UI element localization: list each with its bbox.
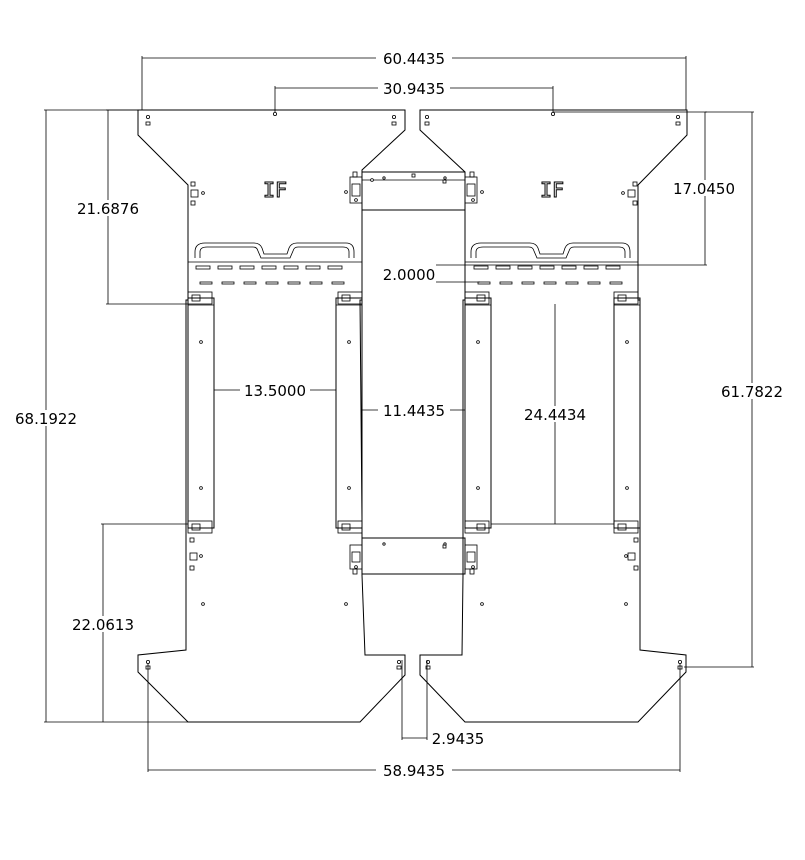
left-holes: [145, 112, 402, 670]
dim-center-gap: 11.4435: [383, 402, 445, 420]
dim-right-vertical: 24.4434: [524, 406, 586, 424]
dim-inner-top-width: 30.9435: [383, 80, 445, 98]
right-channel-2: [613, 297, 641, 529]
left-slot-row-1: [195, 265, 343, 270]
right-channel-1: [464, 297, 492, 529]
left-channel-2: [335, 297, 363, 529]
dim-right-top-height: 17.0450: [673, 180, 735, 198]
right-slot-row-1: [473, 265, 621, 270]
left-part-mark: IF: [263, 178, 287, 202]
left-slot-row-2: [199, 281, 345, 285]
left-brackets: [187, 291, 363, 534]
dim-overall-top-width: 60.4435: [383, 50, 445, 68]
dim-overall-bottom-width: 58.9435: [383, 762, 445, 780]
dim-bottom-center-gap: 2.9435: [432, 730, 485, 748]
dim-bottom-section-height: 22.0613: [72, 616, 134, 634]
right-brackets: [464, 291, 639, 534]
bottom-center-bracket: [349, 537, 478, 575]
dim-top-section-height: 21.6876: [77, 200, 139, 218]
right-holes: [424, 112, 683, 670]
left-channel-1: [187, 297, 215, 529]
dim-left-channel-gap: 13.5000: [244, 382, 306, 400]
dim-overall-height: 68.1922: [15, 410, 77, 428]
dim-slot-offset: 2.0000: [383, 266, 436, 284]
top-center-bracket: [344, 171, 484, 211]
right-part-mark: IF: [540, 178, 564, 202]
dimension-labels: 60.4435 30.9435 21.6876 17.0450 2.0000 6…: [10, 50, 788, 780]
dim-right-height: 61.7822: [721, 383, 783, 401]
right-panel: [419, 109, 688, 723]
right-slot-row-2: [477, 281, 623, 285]
